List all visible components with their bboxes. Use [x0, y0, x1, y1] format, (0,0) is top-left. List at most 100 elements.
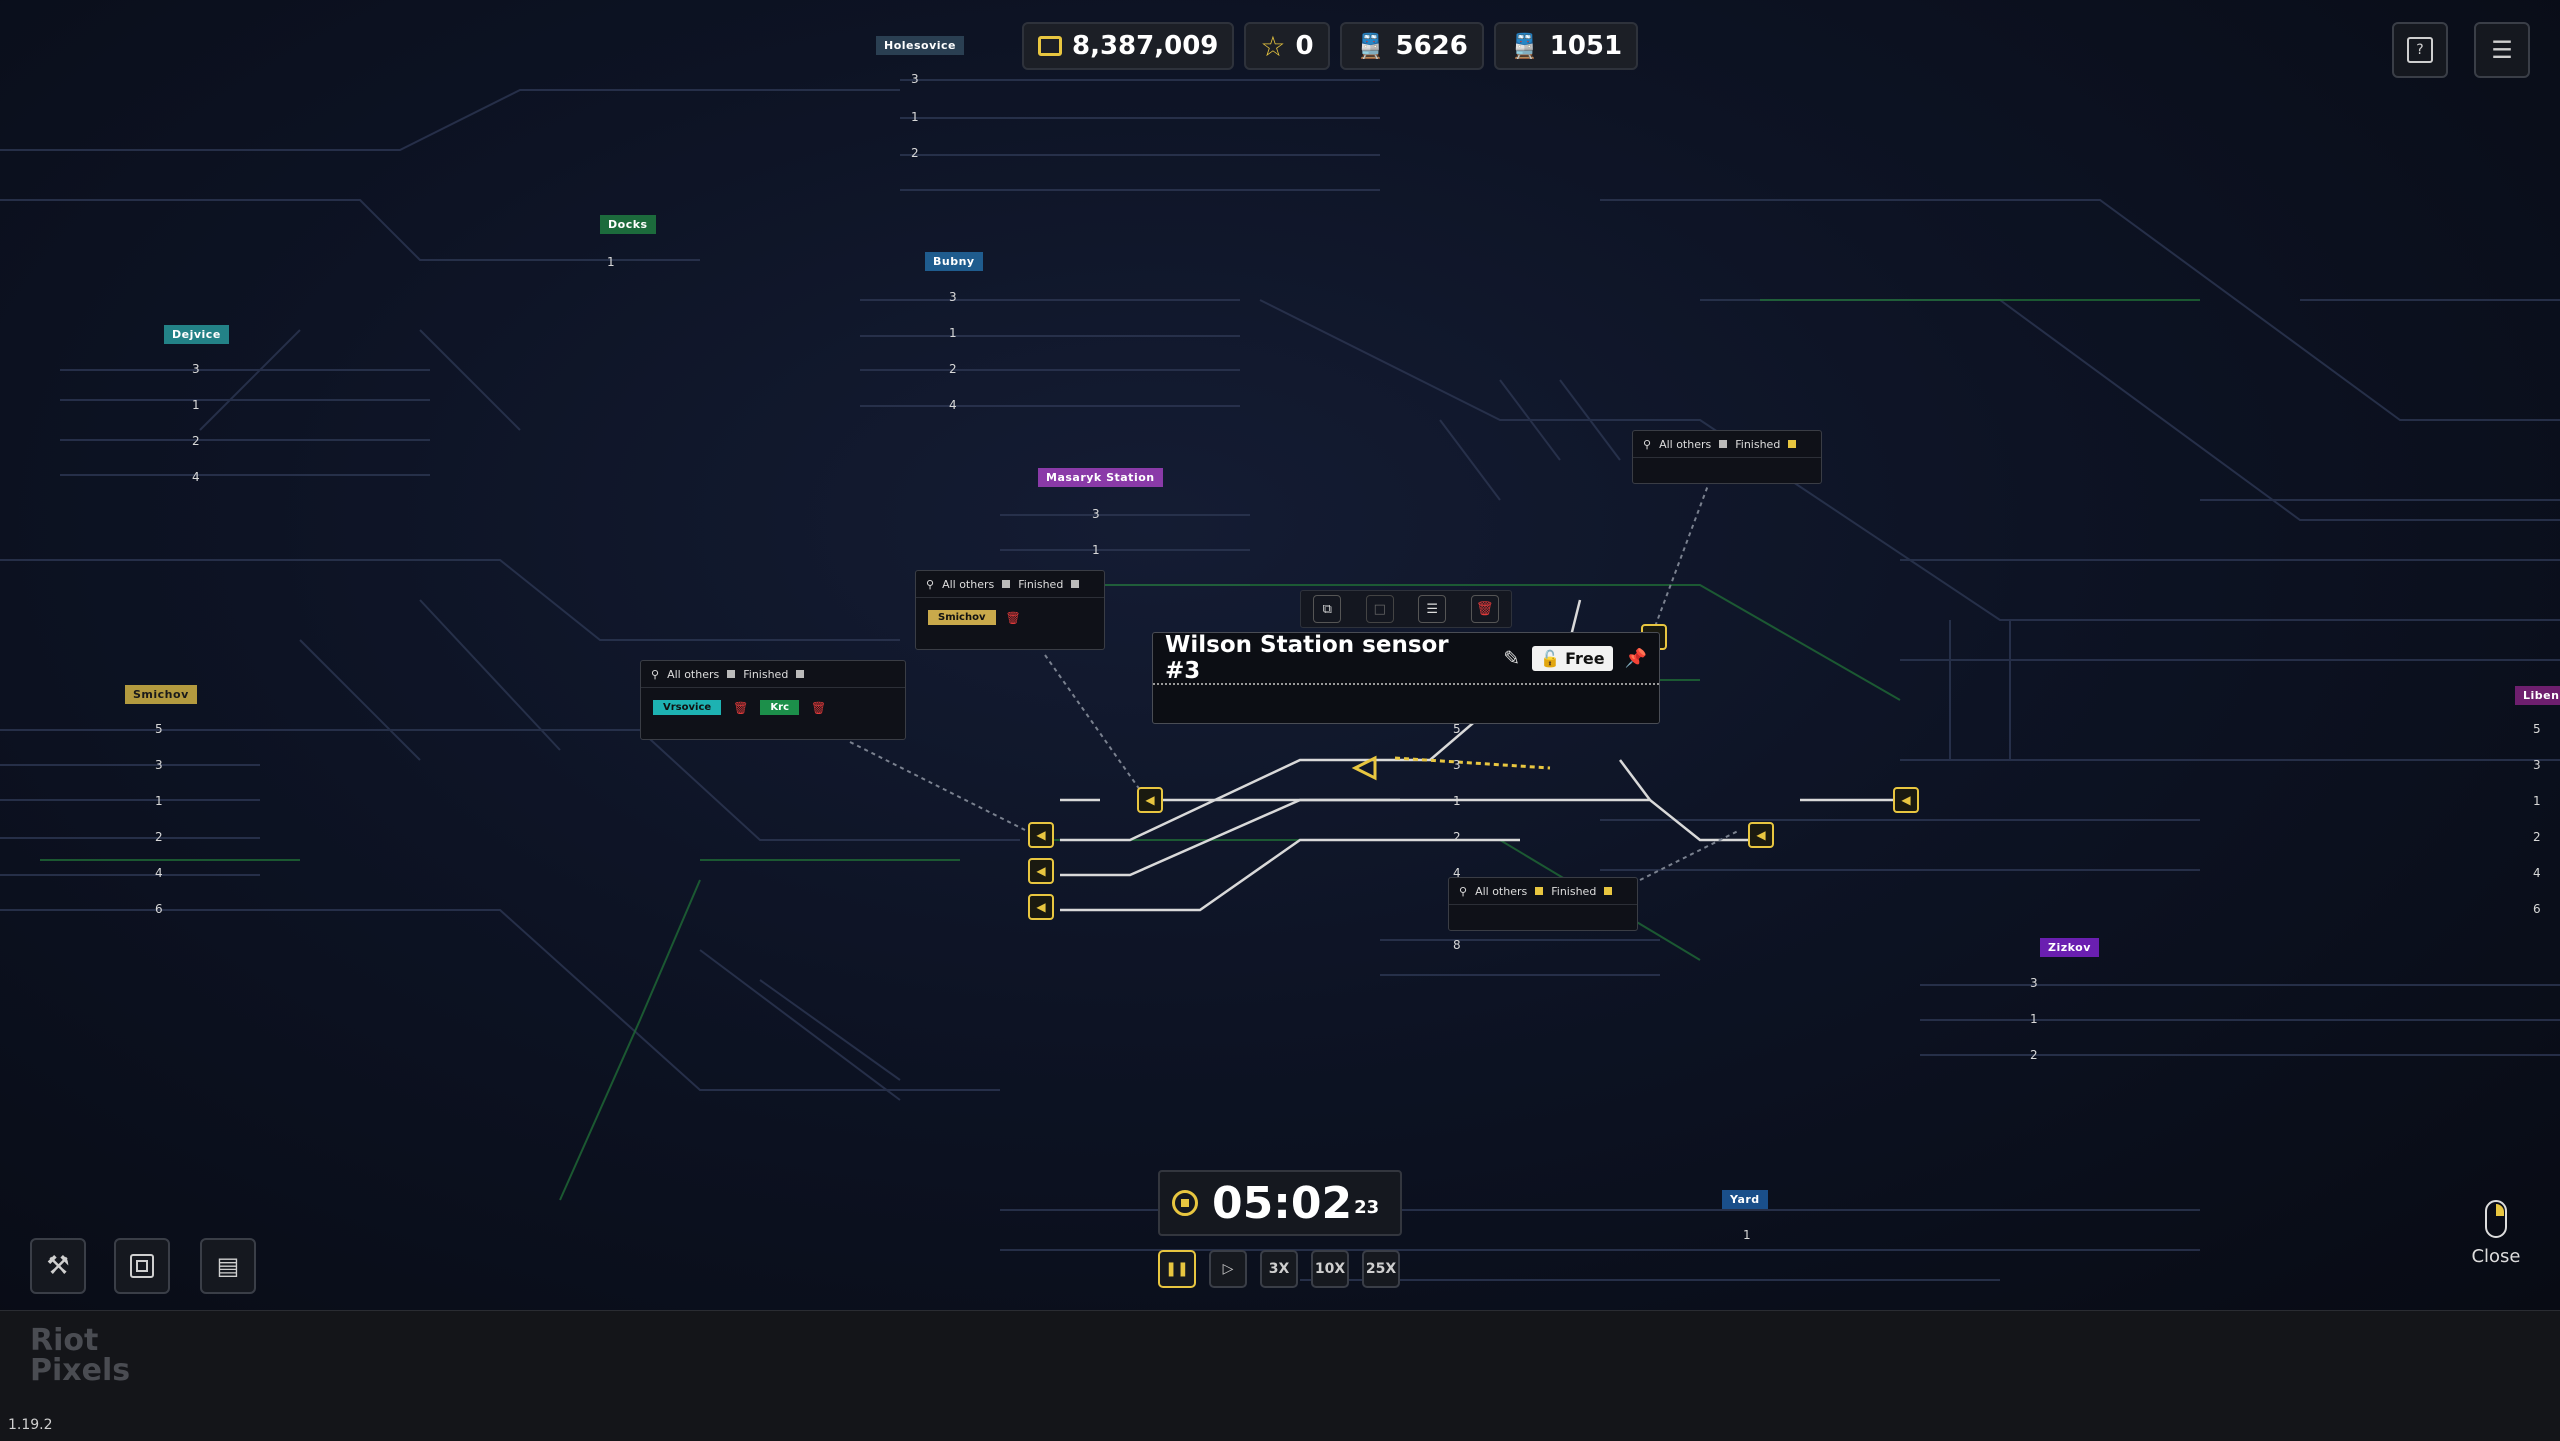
filter-finished[interactable]: Finished	[1551, 884, 1597, 898]
sensor-filter-panel[interactable]: ⚲ All others Finished Vrsovice 🗑 Krc 🗑	[640, 660, 906, 740]
copy-icon[interactable]: ⧉	[1313, 595, 1342, 623]
track-number: 2	[192, 434, 200, 448]
station-yard[interactable]: Yard	[1722, 1190, 1768, 1209]
track-number: 3	[911, 72, 919, 86]
filter-all-others[interactable]: All others	[1659, 437, 1712, 451]
trash-icon[interactable]: 🗑	[733, 700, 749, 715]
filter-row: ⚲ All others Finished	[641, 661, 905, 688]
railway-map[interactable]: Holesovice Docks Bubny Dejvice Masaryk S…	[0, 0, 2560, 1310]
help-button[interactable]: ?	[2392, 22, 2448, 78]
checkbox[interactable]	[1535, 887, 1544, 895]
checkbox[interactable]	[1071, 580, 1080, 588]
trash-icon[interactable]: 🗑	[1005, 610, 1021, 625]
track-number: 3	[949, 290, 957, 304]
track-number: 1	[607, 255, 615, 269]
speed-3x-button[interactable]: 3X	[1260, 1250, 1298, 1288]
track-number: 2	[2533, 830, 2541, 844]
stars-value: 0	[1295, 31, 1314, 61]
station-smichov[interactable]: Smichov	[125, 685, 197, 704]
checkbox[interactable]	[1788, 440, 1797, 448]
sensor-filter-panel[interactable]: ⚲ All others Finished	[1632, 430, 1822, 484]
notes-icon: ▤	[216, 1252, 240, 1280]
pause-button[interactable]: ❚❚	[1158, 1250, 1196, 1288]
track-number: 1	[1743, 1228, 1751, 1242]
filter-row: ⚲ All others Finished	[916, 571, 1104, 598]
station-masaryk[interactable]: Masaryk Station	[1038, 468, 1163, 487]
paste-icon[interactable]: □	[1365, 595, 1394, 623]
track-number: 1	[2533, 794, 2541, 808]
stop-icon[interactable]	[1172, 1190, 1198, 1216]
track-number: 2	[155, 830, 163, 844]
station-zizkov[interactable]: Zizkov	[2040, 938, 2099, 957]
filter-chip-krc[interactable]: Krc	[760, 700, 799, 715]
sensor-status-badge[interactable]: 🔓 Free	[1532, 645, 1613, 671]
hierarchy-icon[interactable]: ☰	[1418, 595, 1447, 623]
station-docks[interactable]: Docks	[600, 215, 656, 234]
track-number: 1	[155, 794, 163, 808]
station-holesovice[interactable]: Holesovice	[876, 36, 965, 55]
location-icon: ⚲	[926, 577, 935, 591]
trash-icon[interactable]: 🗑	[811, 700, 827, 715]
pin-icon[interactable]: 📌	[1624, 647, 1647, 669]
filter-finished[interactable]: Finished	[1018, 577, 1064, 591]
checkbox[interactable]	[796, 670, 805, 678]
builder-button[interactable]: ⚒	[30, 1238, 86, 1294]
sensor-marker[interactable]: ◀	[1028, 822, 1054, 848]
track-number: 6	[155, 902, 163, 916]
help-icon: ?	[2407, 37, 2433, 63]
checkbox[interactable]	[1604, 887, 1613, 895]
timer-seconds: 23	[1354, 1196, 1380, 1218]
track-number: 1	[192, 398, 200, 412]
menu-button[interactable]: ☰	[2474, 22, 2530, 78]
sensor-marker[interactable]: ◀	[1028, 858, 1054, 884]
checkbox[interactable]	[1002, 580, 1011, 588]
version-label: 1.19.2	[8, 1417, 53, 1433]
speed-25x-button[interactable]: 25X	[1362, 1250, 1400, 1288]
track-number: 4	[1453, 866, 1461, 880]
play-button[interactable]: ▷	[1209, 1250, 1247, 1288]
filter-row: ⚲ All others Finished	[1449, 878, 1637, 905]
track-number: 1	[1092, 543, 1100, 557]
sensor-marker[interactable]: ◀	[1893, 787, 1919, 813]
red-trains-value: 1051	[1549, 31, 1623, 61]
checkbox[interactable]	[1719, 440, 1728, 448]
speed-10x-button[interactable]: 10X	[1311, 1250, 1349, 1288]
station-bubny[interactable]: Bubny	[925, 252, 983, 271]
track-number: 2	[1453, 830, 1461, 844]
track-number: 1	[1453, 794, 1461, 808]
filter-finished[interactable]: Finished	[1735, 437, 1781, 451]
sensor-filter-panel[interactable]: ⚲ All others Finished	[1448, 877, 1638, 931]
track-number: 4	[155, 866, 163, 880]
lock-icon: 🔓	[1540, 648, 1561, 668]
train-green-icon: 🚆	[1355, 32, 1386, 60]
location-icon: ⚲	[1459, 884, 1468, 898]
sensor-marker[interactable]: ◀	[1137, 787, 1163, 813]
track-number: 3	[2533, 758, 2541, 772]
edit-icon[interactable]: ✎	[1503, 646, 1521, 670]
train-red-icon: 🚆	[1509, 32, 1540, 60]
track-number: 4	[2533, 866, 2541, 880]
close-hint[interactable]: Close	[2466, 1200, 2526, 1267]
sensor-title: Wilson Station sensor #3	[1165, 632, 1449, 684]
filter-all-others[interactable]: All others	[1475, 884, 1528, 898]
chip-button[interactable]	[114, 1238, 170, 1294]
track-number: 5	[2533, 722, 2541, 736]
sensor-filter-panel[interactable]: ⚲ All others Finished Smichov 🗑	[915, 570, 1105, 650]
status-label: Free	[1565, 648, 1605, 668]
track-number: 3	[192, 362, 200, 376]
track-number: 4	[192, 470, 200, 484]
filter-all-others[interactable]: All others	[942, 577, 995, 591]
track-number: 1	[2030, 1012, 2038, 1026]
sensor-marker[interactable]: ◀	[1028, 894, 1054, 920]
notes-button[interactable]: ▤	[200, 1238, 256, 1294]
delete-icon[interactable]: 🗑	[1470, 595, 1499, 623]
filter-finished[interactable]: Finished	[743, 667, 789, 681]
station-liben[interactable]: Liben	[2515, 686, 2560, 705]
filter-all-others[interactable]: All others	[667, 667, 720, 681]
filter-chip-smichov[interactable]: Smichov	[928, 610, 996, 625]
checkbox[interactable]	[727, 670, 736, 678]
sensor-marker[interactable]: ◀	[1748, 822, 1774, 848]
station-dejvice[interactable]: Dejvice	[164, 325, 229, 344]
filter-chip-vrsovice[interactable]: Vrsovice	[653, 700, 722, 715]
mouse-icon	[2485, 1200, 2507, 1238]
